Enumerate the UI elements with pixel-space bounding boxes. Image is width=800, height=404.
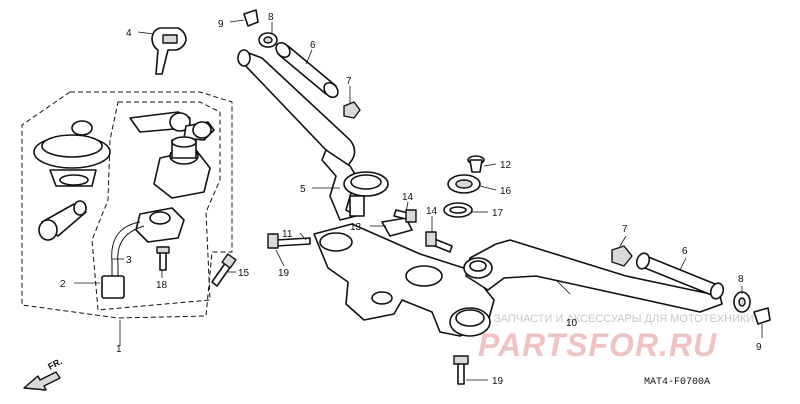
callout-3: 3 bbox=[126, 255, 132, 266]
key-part bbox=[151, 27, 187, 75]
callout-7-right: 7 bbox=[622, 224, 628, 235]
front-direction-label: FR. bbox=[46, 356, 63, 372]
callout-14-lower: 14 bbox=[426, 206, 438, 217]
top-bridge-part bbox=[313, 223, 495, 337]
callout-17: 17 bbox=[492, 208, 504, 219]
leader-lines bbox=[74, 19, 763, 381]
cap-12-part bbox=[467, 155, 485, 173]
fuel-cap-part bbox=[33, 120, 111, 187]
right-screw-9-part bbox=[753, 307, 771, 325]
callout-7-left: 7 bbox=[346, 76, 352, 87]
bolt-19-bottom-part bbox=[453, 355, 469, 385]
callout-9-left: 9 bbox=[218, 19, 224, 30]
right-handlebar-part bbox=[463, 239, 723, 313]
callout-6-left: 6 bbox=[310, 40, 316, 51]
bracket-13-part bbox=[381, 217, 413, 237]
bolt-11-part bbox=[267, 233, 311, 249]
callout-6-right: 6 bbox=[682, 246, 688, 257]
bolt-18-part bbox=[156, 246, 170, 271]
callout-4: 4 bbox=[126, 28, 132, 39]
watermark-tagline: ЗАПЧАСТИ И АКСЕССУАРЫ ДЛЯ МОТОТЕХНИКИ bbox=[494, 313, 754, 325]
bolt-15-part bbox=[211, 253, 237, 287]
bolt-14b-part bbox=[425, 231, 453, 253]
right-washer-8-part bbox=[733, 291, 751, 313]
ignition-group-outline bbox=[21, 91, 233, 319]
callout-18: 18 bbox=[156, 280, 168, 291]
callout-12: 12 bbox=[500, 160, 512, 171]
left-nut-7-part bbox=[343, 101, 361, 119]
callout-19-upper: 19 bbox=[278, 268, 290, 279]
callout-5: 5 bbox=[300, 184, 306, 195]
cover-16-part bbox=[447, 174, 481, 194]
diagram-code: MAT4-F0700A bbox=[644, 377, 710, 388]
callout-11: 11 bbox=[282, 229, 293, 240]
callout-8-left: 8 bbox=[268, 12, 274, 23]
front-direction-arrow-icon: FR. bbox=[23, 356, 64, 391]
callout-labels: 4 1 2 3 18 15 9 8 6 7 5 11 19 13 14 14 1… bbox=[60, 12, 762, 387]
left-grip-weight-part bbox=[275, 41, 339, 99]
callout-9-right: 9 bbox=[756, 342, 762, 353]
ignition-switch-body-part bbox=[153, 136, 211, 199]
callout-8-right: 8 bbox=[738, 274, 744, 285]
callout-13: 13 bbox=[350, 222, 362, 233]
right-nut-7-part bbox=[611, 245, 633, 267]
switch-cable-part bbox=[101, 207, 185, 299]
right-grip-weight-part bbox=[635, 252, 725, 300]
bolt-14a-part bbox=[393, 209, 417, 223]
washer-17-part bbox=[443, 202, 473, 218]
left-handlebar-part bbox=[237, 49, 389, 221]
callout-19-lower: 19 bbox=[492, 376, 504, 387]
left-washer-8-part bbox=[258, 32, 278, 48]
ignition-keys-part bbox=[129, 111, 215, 141]
switch-subgroup-outline bbox=[91, 101, 221, 311]
left-screw-9-part bbox=[243, 9, 259, 27]
watermark-brand: PARTSFOR.RU bbox=[478, 327, 717, 363]
callout-2: 2 bbox=[60, 279, 66, 290]
callout-10: 10 bbox=[566, 318, 578, 329]
callout-16: 16 bbox=[500, 186, 512, 197]
callout-1: 1 bbox=[116, 344, 122, 355]
lock-cylinder-part bbox=[38, 200, 87, 241]
callout-15: 15 bbox=[238, 268, 250, 279]
callout-14-upper: 14 bbox=[402, 192, 414, 203]
